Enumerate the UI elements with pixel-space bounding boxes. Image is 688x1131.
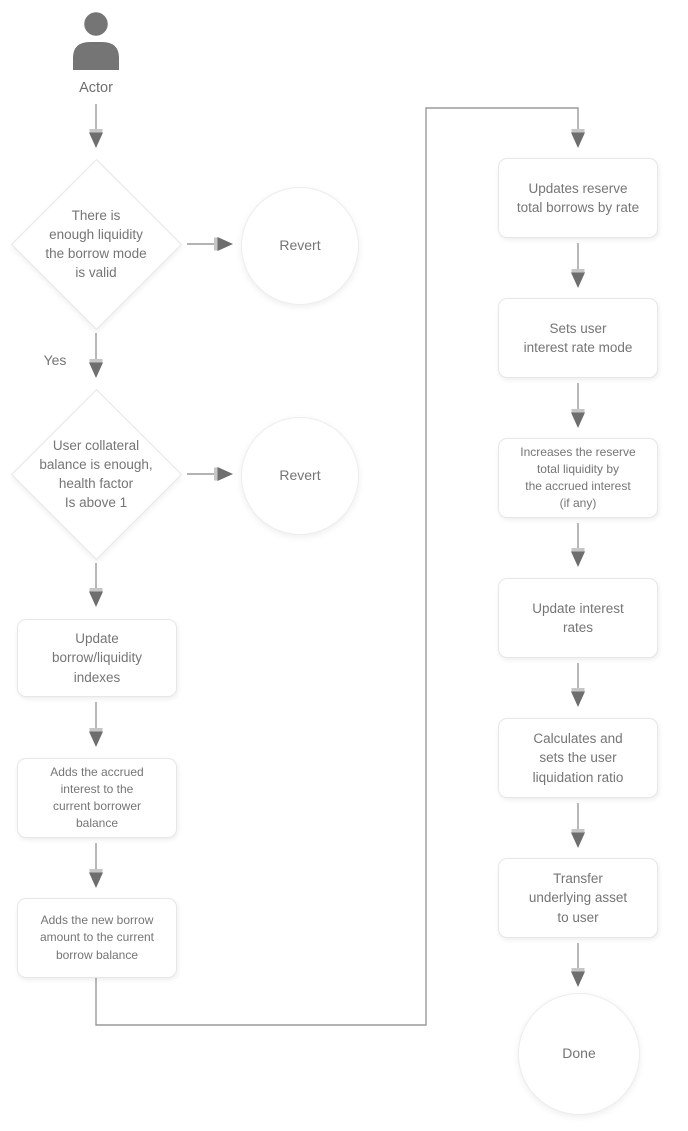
process-increase-liquidity: Increases the reserve total liquidity by… (498, 438, 658, 518)
process-transfer-asset: Transfer underlying asset to user (498, 858, 658, 938)
person-icon (73, 8, 119, 70)
arrow-collateral-check-to-update-indexes (89, 563, 103, 607)
actor-label: Actor (79, 80, 113, 96)
decision-liquidity-check-label: There is enough liquidity the borrow mod… (45, 207, 147, 281)
process-update-indexes-label: Update borrow/liquidity indexes (51, 631, 143, 685)
process-set-liquidation-ratio-label: Calculates and sets the user liquidation… (532, 731, 624, 785)
arrow-liquidity-check-to-revert (187, 237, 233, 251)
process-add-accrued-interest: Adds the accrued interest to the current… (17, 758, 177, 838)
process-update-indexes: Update borrow/liquidity indexes (17, 619, 177, 697)
terminal-revert-2-label: Revert (279, 467, 321, 484)
process-set-liquidation-ratio: Calculates and sets the user liquidation… (498, 718, 658, 798)
arrow-liquidity-check-to-collateral-check (89, 333, 103, 378)
process-add-accrued-interest-label: Adds the accrued interest to the current… (50, 764, 144, 831)
process-increase-liquidity-label: Increases the reserve total liquidity by… (520, 444, 636, 511)
arrow-transfer-asset-to-done (571, 943, 585, 987)
arrow-increase-liquidity-to-update-interest-rates (571, 523, 585, 567)
process-transfer-asset-label: Transfer underlying asset to user (528, 871, 628, 925)
edge-label-yes: Yes (43, 352, 67, 368)
process-update-interest-rates: Update interest rates (498, 578, 658, 658)
process-update-interest-rates-label: Update interest rates (532, 600, 624, 635)
arrow-update-reserve-borrows-to-set-rate-mode (571, 243, 585, 288)
process-set-rate-mode-label: Sets user interest rate mode (523, 320, 633, 355)
process-add-new-borrow: Adds the new borrow amount to the curren… (17, 898, 177, 978)
arrow-actor-to-liquidity-check (89, 104, 103, 148)
arrow-update-indexes-to-add-accrued-interest (89, 702, 103, 747)
arrow-set-liquidation-ratio-to-transfer-asset (571, 803, 585, 848)
process-update-reserve-borrows-label: Updates reserve total borrows by rate (516, 180, 640, 215)
terminal-done-label: Done (562, 1045, 596, 1062)
terminal-revert-2: Revert (241, 417, 359, 535)
arrow-set-rate-mode-to-increase-liquidity (571, 383, 585, 428)
terminal-revert-1-label: Revert (279, 237, 321, 254)
arrow-add-accrued-interest-to-add-new-borrow (89, 843, 103, 888)
terminal-revert-1: Revert (241, 187, 359, 305)
process-add-new-borrow-label: Adds the new borrow amount to the curren… (39, 913, 155, 962)
arrow-update-interest-rates-to-set-liquidation-ratio (571, 663, 585, 707)
process-set-rate-mode: Sets user interest rate mode (498, 298, 658, 378)
arrow-collateral-check-to-revert (187, 467, 233, 481)
terminal-done: Done (518, 993, 640, 1115)
process-update-reserve-borrows: Updates reserve total borrows by rate (498, 158, 658, 238)
decision-collateral-check-label: User collateral balance is enough, healt… (39, 437, 153, 511)
